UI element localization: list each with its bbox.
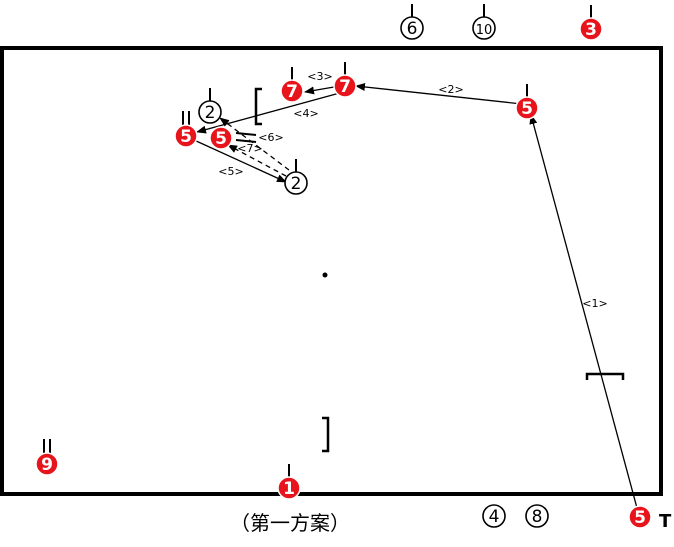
pass-label-l4: <4> xyxy=(293,107,318,120)
pass-line-1 xyxy=(529,114,638,509)
player-number: 7 xyxy=(286,82,298,102)
player-p10_top: 10 xyxy=(472,4,496,40)
player-number: 5 xyxy=(215,129,227,149)
player-p5_left: 5 xyxy=(174,111,198,148)
player-disc xyxy=(525,504,549,528)
player-disc xyxy=(209,126,233,150)
pass-label-l6: <6> xyxy=(258,131,283,144)
bracket-lower xyxy=(322,416,330,453)
player-disc xyxy=(579,17,603,41)
player-p4: 4 xyxy=(482,504,506,528)
player-disc xyxy=(515,96,539,120)
player-number: 5 xyxy=(521,99,533,119)
player-p7_a: 7 xyxy=(280,67,304,103)
player-number: 1 xyxy=(283,479,295,499)
player-p7_b: 7 xyxy=(333,62,357,98)
player-p9: 9 xyxy=(35,439,59,476)
player-disc xyxy=(198,100,222,124)
bracket-right xyxy=(585,372,625,380)
screen-mark-2 xyxy=(235,139,257,143)
player-p5_right: 5 xyxy=(515,84,539,120)
pass-label-l3: <3> xyxy=(307,70,332,83)
pass-label-layer: <1> <2> <3> <4> <5> <6><7> xyxy=(218,70,607,310)
player-disc xyxy=(35,452,59,476)
pass-line-5 xyxy=(193,139,287,183)
player-disc xyxy=(628,505,652,529)
player-p8: 8 xyxy=(525,504,549,528)
player-number: 9 xyxy=(41,455,53,475)
pass-label-l5: <5> xyxy=(218,165,243,178)
pass-line-3 xyxy=(304,86,335,95)
pass-line-2 xyxy=(355,82,523,105)
player-number: 4 xyxy=(489,507,500,527)
player-disc xyxy=(280,79,304,103)
player-number: 7 xyxy=(339,77,351,97)
player-p6_top: 6 xyxy=(400,4,424,40)
pass-line-6 xyxy=(219,117,290,171)
corner-marker: T xyxy=(659,511,672,532)
player-disc xyxy=(277,476,301,500)
pass-line-7 xyxy=(227,144,287,177)
field-boundary xyxy=(0,46,663,496)
pass-lines xyxy=(193,82,638,509)
screen-mark-1 xyxy=(235,132,257,136)
diagram-caption: （第一方案） xyxy=(230,511,350,535)
player-disc xyxy=(400,16,424,40)
player-disc xyxy=(284,171,308,195)
player-p2_lower: 2 xyxy=(284,159,308,195)
player-p2_upper: 2 xyxy=(198,88,222,124)
pass-label-l2: <2> xyxy=(438,83,463,96)
player-disc xyxy=(472,16,496,40)
player-number: 5 xyxy=(180,127,192,147)
player-disc xyxy=(482,504,506,528)
pass-label-l7: <7> xyxy=(237,142,262,155)
player-number: 8 xyxy=(532,507,543,527)
center-spot xyxy=(322,272,328,278)
player-number: 3 xyxy=(585,20,597,40)
player-number: 5 xyxy=(634,508,646,528)
pass-label-l1: <1> xyxy=(582,297,607,310)
player-number: 6 xyxy=(407,19,418,39)
player-number: 2 xyxy=(291,174,302,194)
player-p5_mid: 5 xyxy=(209,126,233,150)
player-number: 10 xyxy=(476,23,493,38)
player-disc xyxy=(174,124,198,148)
player-p5_corner: 5 xyxy=(628,505,652,529)
player-p3_top: 3 xyxy=(579,5,603,41)
player-disc xyxy=(333,74,357,98)
player-p1: 1 xyxy=(277,464,301,500)
player-number: 2 xyxy=(205,103,216,123)
bracket-upper xyxy=(254,87,262,126)
